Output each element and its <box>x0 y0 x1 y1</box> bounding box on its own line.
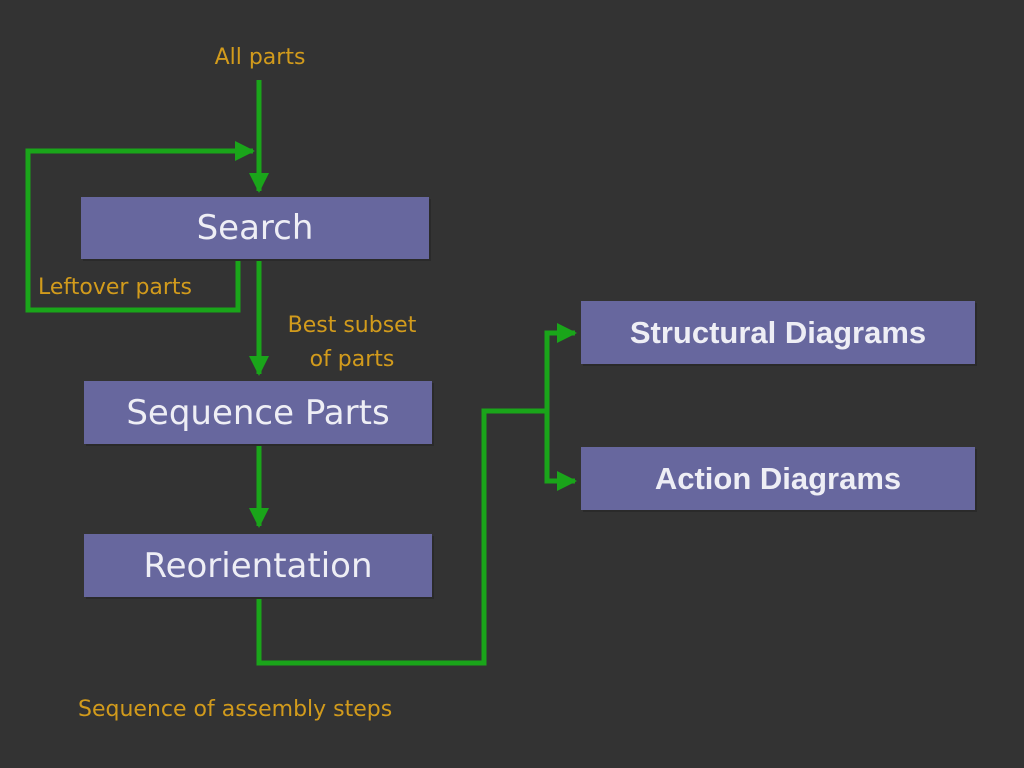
sequence-parts-node: Sequence Parts <box>84 381 432 444</box>
best-subset-label: Best subset of parts <box>262 309 442 377</box>
to-action-diagrams-arrow <box>544 411 577 491</box>
best-subset-label-line1: Best subset <box>287 313 417 338</box>
structural-diagrams-node-label: Structural Diagrams <box>629 314 927 350</box>
action-diagrams-node: Action Diagrams <box>581 447 975 510</box>
best-subset-label-line2: of parts <box>309 347 395 372</box>
to-structural-diagrams-arrow <box>544 323 577 411</box>
all-parts-label: All parts <box>214 45 306 70</box>
action-diagrams-node-label: Action Diagrams <box>654 460 902 496</box>
sequence-parts-node-label: Sequence Parts <box>126 392 390 433</box>
reorientation-node: Reorientation <box>84 534 432 597</box>
search-node: Search <box>81 197 429 259</box>
assembly-steps-label: Sequence of assembly steps <box>78 697 393 722</box>
assembly-steps-connector <box>256 408 547 666</box>
search-node-label: Search <box>196 208 314 248</box>
reorientation-node-label: Reorientation <box>143 545 373 586</box>
leftover-parts-loop <box>25 141 255 313</box>
leftover-parts-label: Leftover parts <box>38 275 193 300</box>
structural-diagrams-node: Structural Diagrams <box>581 301 975 364</box>
